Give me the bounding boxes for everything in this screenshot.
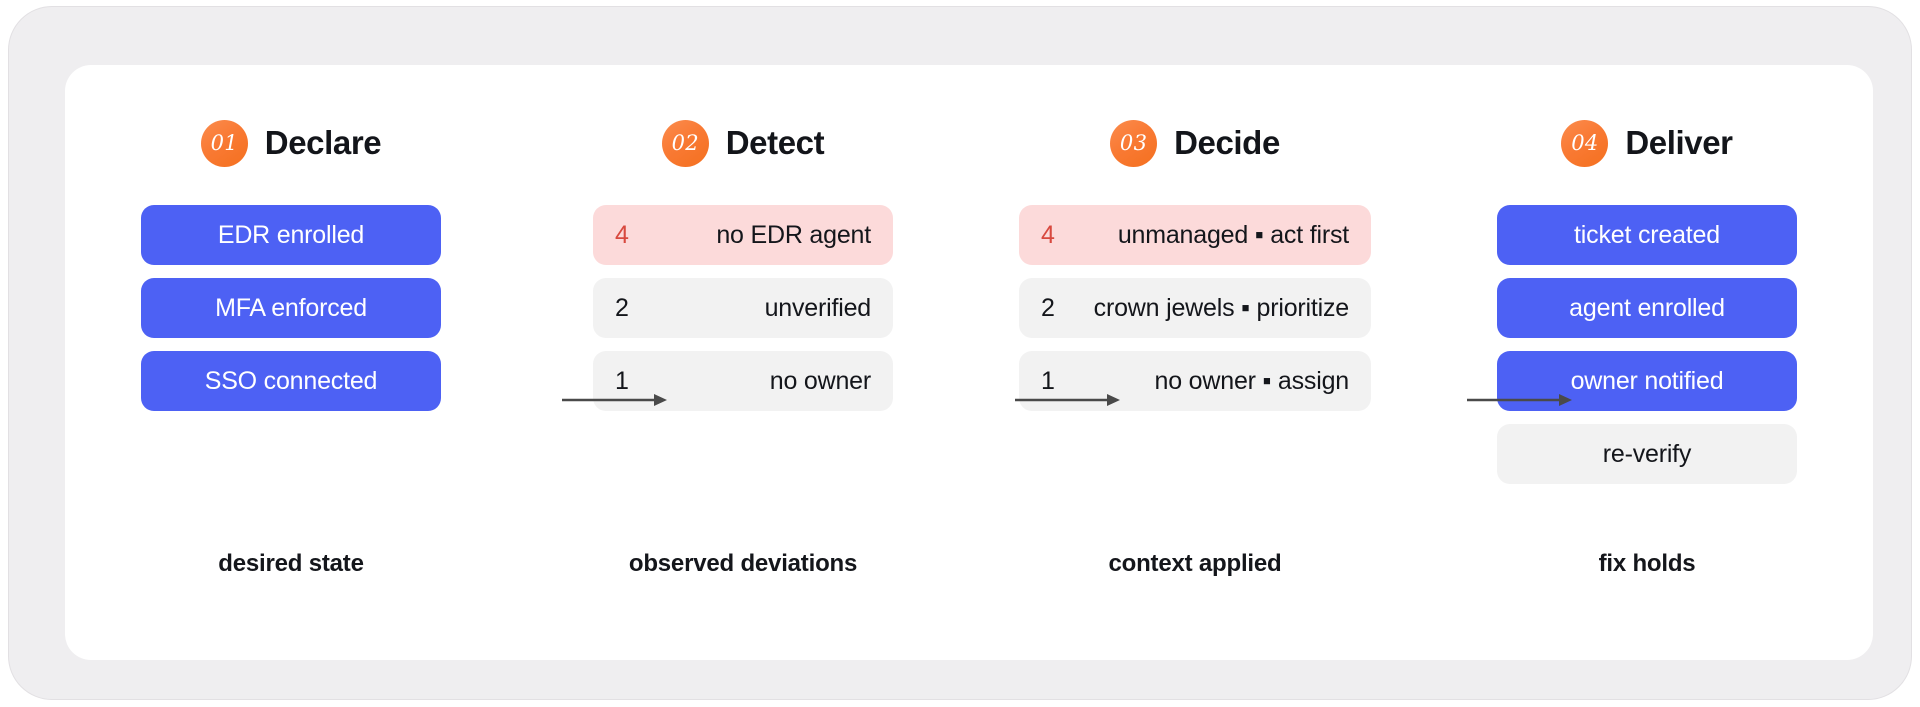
stage-caption: desired state xyxy=(218,550,364,577)
diagram-card: 01 Declare EDR enrolled MFA enforced SSO… xyxy=(65,65,1873,660)
stage-title: Declare xyxy=(264,124,382,161)
list-item[interactable]: agent enrolled xyxy=(1497,278,1797,338)
item-label: owner notified xyxy=(1570,366,1724,395)
stage-header: 02 Detect xyxy=(661,117,825,169)
list-item[interactable]: 1 no owner xyxy=(593,351,893,411)
stage-items: 4 unmanaged ▪ act first 2 crown jewels ▪… xyxy=(1019,205,1371,411)
list-item[interactable]: 4 no EDR agent xyxy=(593,205,893,265)
stage-items: EDR enrolled MFA enforced SSO connected xyxy=(141,205,441,411)
item-label: no EDR agent xyxy=(716,220,871,249)
stage-header: 04 Deliver xyxy=(1561,117,1733,169)
pipeline-stage-declare: 01 Declare EDR enrolled MFA enforced SSO… xyxy=(65,65,517,660)
stage-items: 4 no EDR agent 2 unverified 1 no owner xyxy=(593,205,893,411)
outer-frame: 01 Declare EDR enrolled MFA enforced SSO… xyxy=(8,6,1912,700)
item-count: 4 xyxy=(1041,220,1055,249)
stage-number: 03 xyxy=(1119,130,1148,155)
stage-number: 04 xyxy=(1571,130,1599,155)
item-count: 2 xyxy=(1041,293,1055,322)
stage-header: 03 Decide xyxy=(1110,117,1280,169)
pipeline-stage-decide: 03 Decide 4 unmanaged ▪ act first 2 crow… xyxy=(969,65,1421,660)
item-count: 2 xyxy=(615,293,629,322)
list-item[interactable]: ticket created xyxy=(1497,205,1797,265)
pipeline-stage-detect: 02 Detect 4 no EDR agent 2 unverified 1 xyxy=(517,65,969,660)
item-label: unmanaged ▪ act first xyxy=(1117,220,1349,249)
list-item[interactable]: re-verify xyxy=(1497,424,1797,484)
stage-title: Detect xyxy=(725,124,825,161)
item-label: re-verify xyxy=(1602,439,1692,468)
stage-caption: observed deviations xyxy=(628,550,858,577)
stage-caption: fix holds xyxy=(1598,550,1696,577)
stage-header: 01 Declare xyxy=(200,117,382,169)
item-label: no owner xyxy=(769,366,871,395)
pipeline-stage-deliver: 04 Deliver ticket created agent enrolled… xyxy=(1421,65,1873,660)
stage-number-badge: 01 xyxy=(200,119,248,167)
list-item[interactable]: 2 unverified xyxy=(593,278,893,338)
stage-number-badge: 02 xyxy=(661,119,709,167)
item-count: 1 xyxy=(1041,366,1055,395)
item-label: EDR enrolled xyxy=(217,220,365,249)
stage-caption: context applied xyxy=(1108,550,1282,577)
item-label: no owner ▪ assign xyxy=(1154,366,1350,395)
stage-items: ticket created agent enrolled owner noti… xyxy=(1497,205,1797,484)
list-item[interactable]: 1 no owner ▪ assign xyxy=(1019,351,1371,411)
list-item[interactable]: MFA enforced xyxy=(141,278,441,338)
item-label: agent enrolled xyxy=(1569,293,1725,322)
list-item[interactable]: EDR enrolled xyxy=(141,205,441,265)
item-count: 1 xyxy=(615,366,629,395)
list-item[interactable]: owner notified xyxy=(1497,351,1797,411)
stage-number-badge: 03 xyxy=(1110,119,1158,167)
item-count: 4 xyxy=(615,220,629,249)
list-item[interactable]: SSO connected xyxy=(141,351,441,411)
item-label: ticket created xyxy=(1574,220,1720,249)
list-item[interactable]: 2 crown jewels ▪ prioritize xyxy=(1019,278,1371,338)
item-label: SSO connected xyxy=(204,366,378,395)
item-label: MFA enforced xyxy=(215,293,367,322)
stage-number: 01 xyxy=(210,130,238,155)
pipeline-columns: 01 Declare EDR enrolled MFA enforced SSO… xyxy=(65,65,1873,660)
stage-title: Decide xyxy=(1174,124,1280,161)
list-item[interactable]: 4 unmanaged ▪ act first xyxy=(1019,205,1371,265)
stage-number: 02 xyxy=(671,130,699,155)
stage-title: Deliver xyxy=(1625,124,1733,161)
stage-number-badge: 04 xyxy=(1561,119,1609,167)
item-label: unverified xyxy=(764,293,872,322)
item-label: crown jewels ▪ prioritize xyxy=(1093,293,1350,322)
